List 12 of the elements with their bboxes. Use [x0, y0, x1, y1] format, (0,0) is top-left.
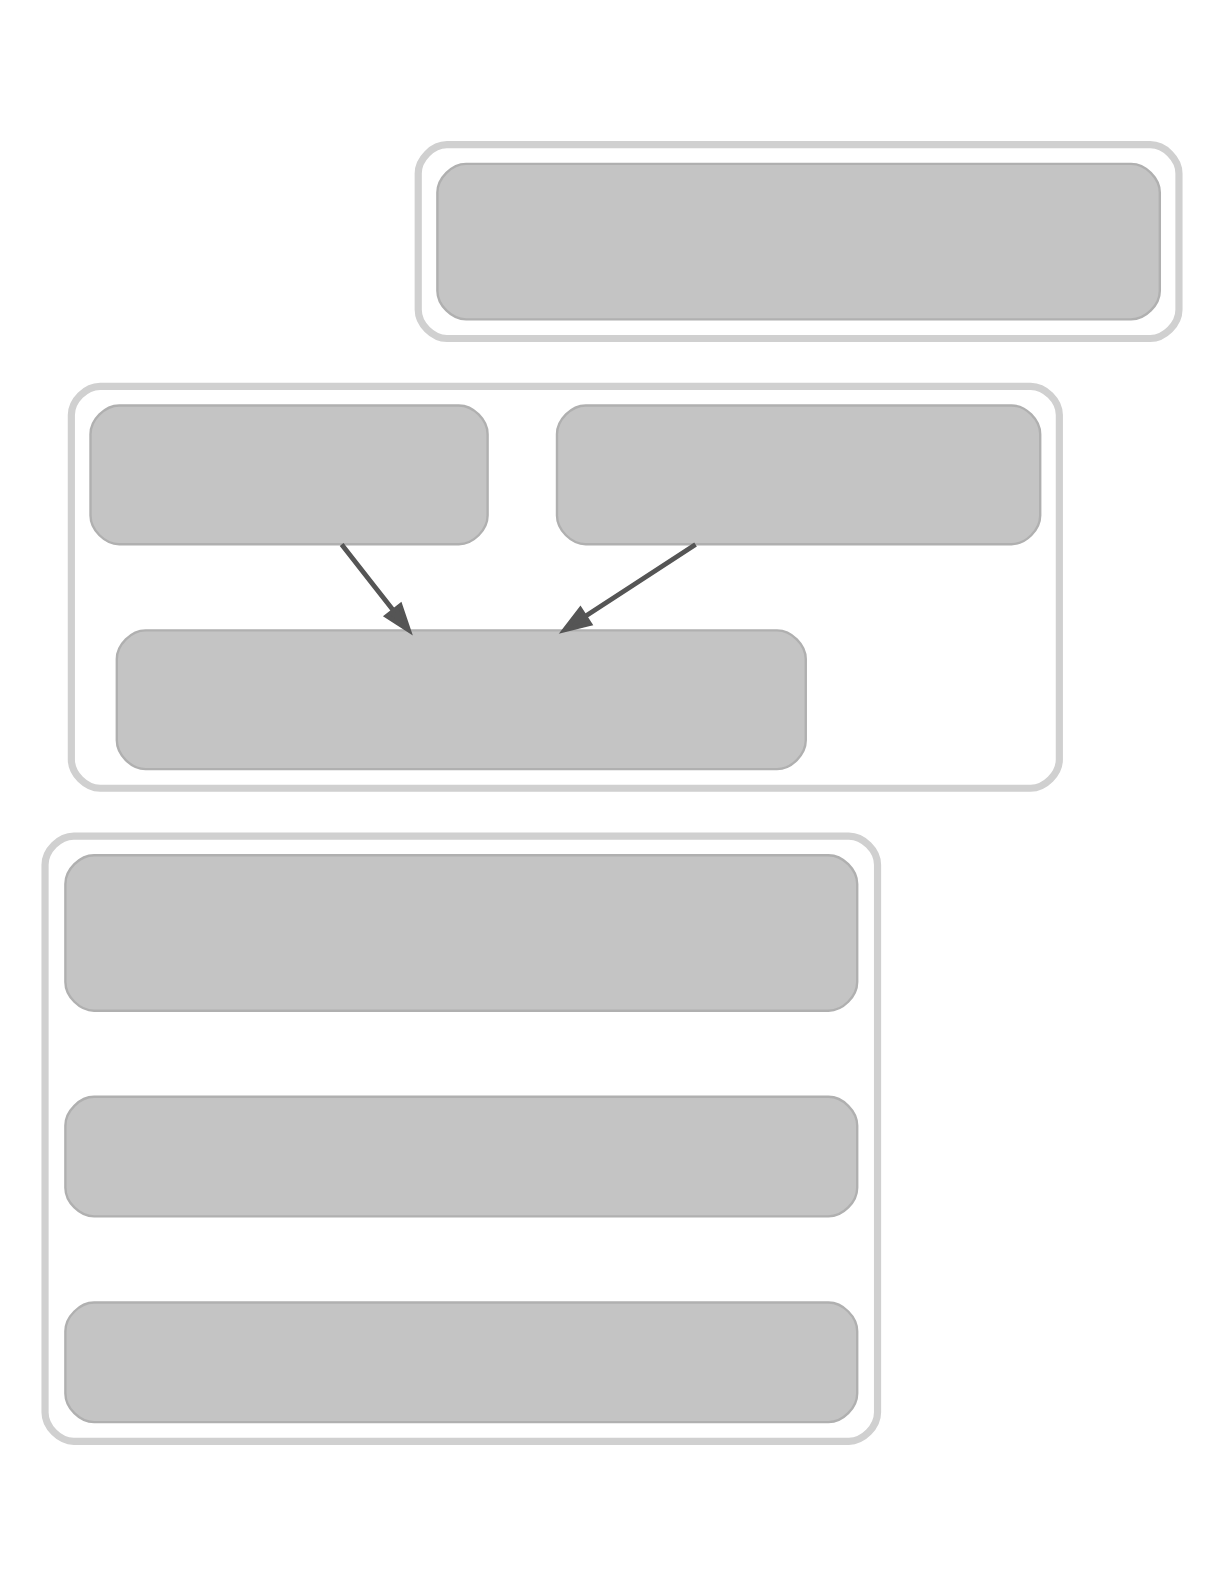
node-box	[115, 628, 807, 770]
cluster	[414, 140, 1183, 342]
node-box	[436, 161, 1161, 320]
node-box	[64, 1094, 859, 1217]
node-box	[555, 403, 1042, 545]
node-box	[64, 1300, 859, 1423]
node-box	[89, 403, 489, 545]
node-box	[64, 853, 859, 1011]
cluster	[41, 831, 882, 1444]
arrow	[558, 541, 697, 633]
cluster	[67, 381, 1063, 791]
arrow	[339, 541, 413, 635]
